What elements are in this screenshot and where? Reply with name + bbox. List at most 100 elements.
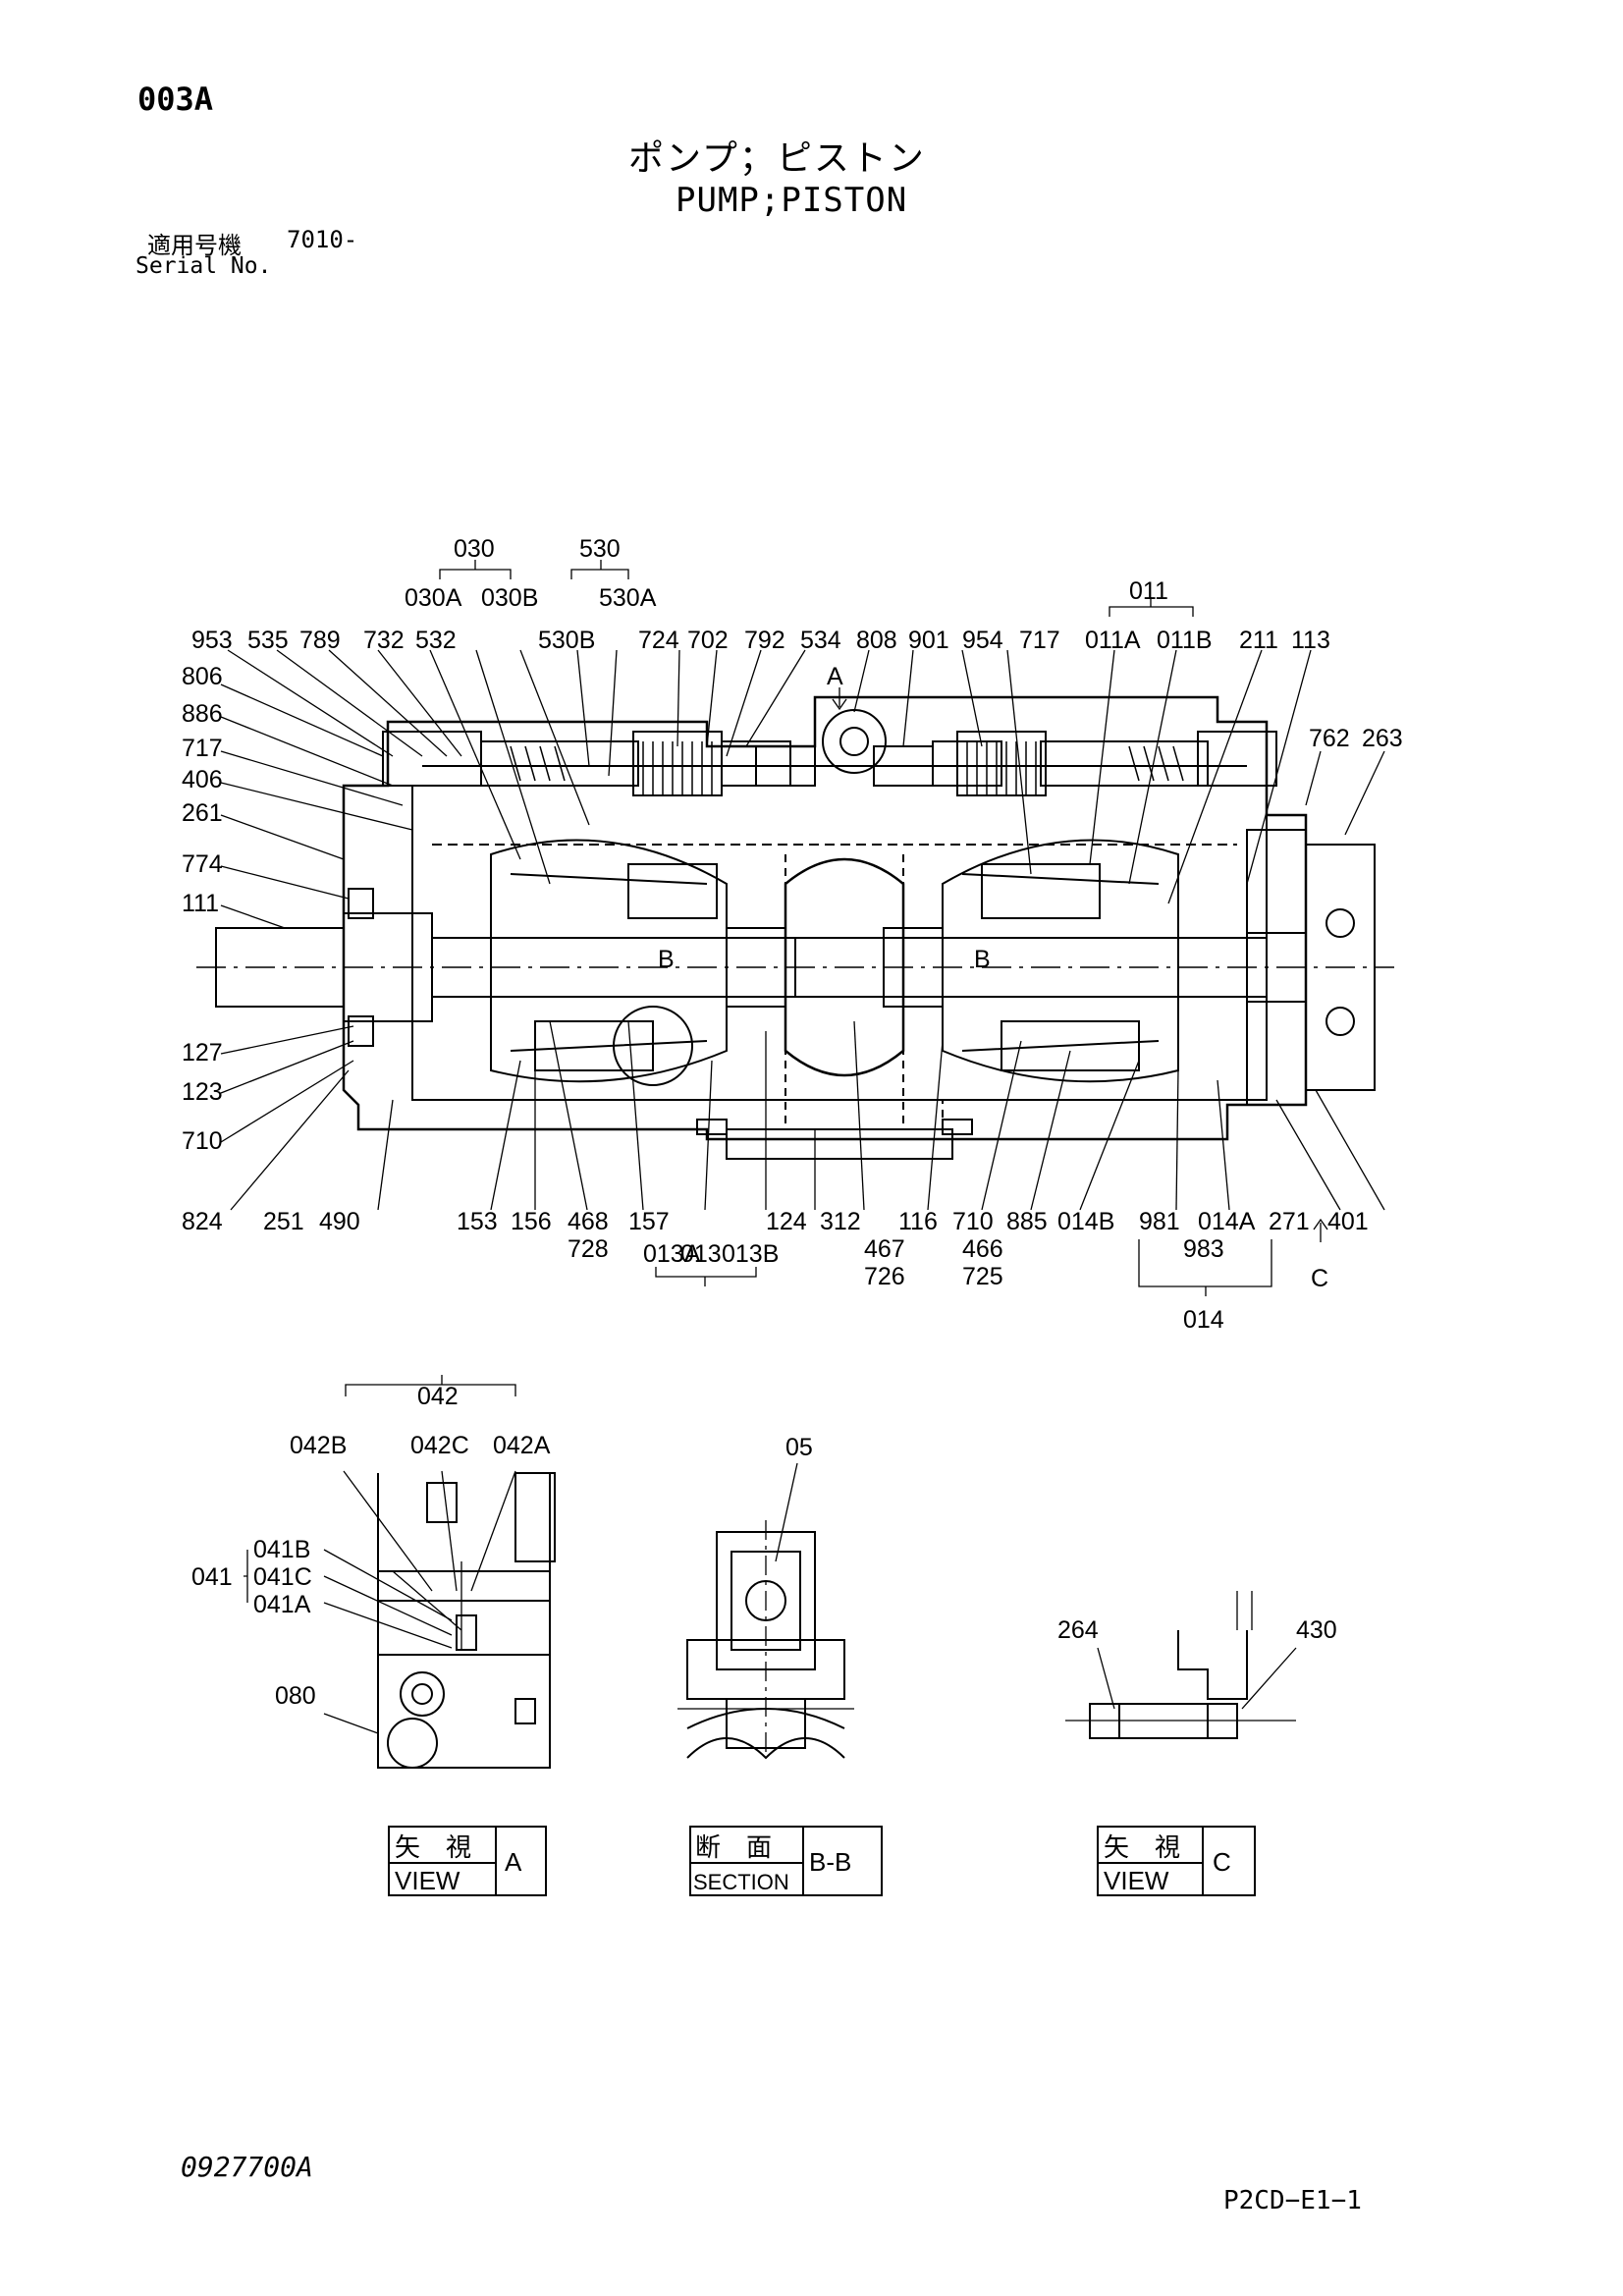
part-label: 792 (744, 627, 785, 654)
part-label: 261 (182, 799, 223, 827)
caption-english: VIEW (1104, 1866, 1169, 1895)
caption-japanese: 断 面 (695, 1832, 772, 1862)
part-label: 774 (182, 850, 223, 878)
serial-label-english: Serial No. (135, 253, 272, 279)
part-label: 264 (1057, 1616, 1099, 1644)
title-japanese: ポンプ；ピストン (628, 138, 926, 179)
part-label: 726 (864, 1263, 905, 1290)
part-label: 123 (182, 1078, 223, 1106)
part-label: 762 (1309, 725, 1350, 752)
view-c-drawing (1065, 1591, 1297, 1739)
part-label: 885 (1006, 1208, 1048, 1235)
part-label: 702 (687, 627, 729, 654)
part-label: 717 (1019, 627, 1060, 654)
part-label: 710 (182, 1127, 223, 1155)
caption-japanese: 矢 視 (1104, 1832, 1180, 1862)
part-label: 886 (182, 700, 223, 728)
group-label: 530B (538, 627, 595, 654)
part-label: 157 (628, 1208, 670, 1235)
title-english: PUMP;PISTON (676, 181, 908, 220)
part-label: 808 (856, 627, 897, 654)
part-label: 263 (1362, 725, 1403, 752)
part-label: 728 (568, 1235, 609, 1263)
group-label: 530 (579, 535, 621, 563)
view-a-labels: 042 042B 042C 042A 041 041B 041C 041A 08… (191, 1383, 551, 1895)
group-label: 042C (410, 1432, 469, 1459)
group-label: 013B (722, 1240, 779, 1268)
caption-boxes (388, 1826, 1256, 1896)
part-label: 080 (275, 1682, 316, 1710)
part-label: 532 (415, 627, 457, 654)
part-label: 981 (1139, 1208, 1180, 1235)
view-bb-labels: 05 断 面 SECTION B-B (693, 1434, 851, 1894)
group-label: 030 (454, 535, 495, 563)
part-label: 490 (319, 1208, 360, 1235)
part-label: 717 (182, 735, 223, 762)
serial-label-japanese: 適用号機 (147, 232, 242, 259)
pump-body-drawing (196, 695, 1394, 1160)
part-label: 725 (962, 1263, 1003, 1290)
part-label: 401 (1327, 1208, 1369, 1235)
part-label: 535 (247, 627, 289, 654)
section-mark-a: A (827, 663, 843, 690)
group-label: 042B (290, 1432, 347, 1459)
part-label: 406 (182, 766, 223, 793)
part-label: 124 (766, 1208, 807, 1235)
part-label: 271 (1269, 1208, 1310, 1235)
group-label: 014A (1198, 1208, 1256, 1235)
group-label: 030A (405, 584, 462, 612)
part-label: 312 (820, 1208, 861, 1235)
caption-letter: A (505, 1847, 522, 1877)
part-label: 113 (1291, 627, 1330, 654)
part-label: 211 (1239, 627, 1278, 654)
caption-japanese: 矢 視 (395, 1832, 471, 1862)
part-label: 806 (182, 663, 223, 690)
group-label: 530A (599, 584, 657, 612)
group-label: 013A (643, 1240, 701, 1268)
group-label: 030B (481, 584, 538, 612)
view-bb-drawing (677, 1462, 854, 1760)
part-label: 430 (1296, 1616, 1337, 1644)
part-label: 953 (191, 627, 233, 654)
part-label: 824 (182, 1208, 223, 1235)
part-label: 153 (457, 1208, 498, 1235)
group-label: 014B (1057, 1208, 1114, 1235)
part-label: 111 (182, 890, 219, 917)
group-label: 011A (1085, 627, 1141, 654)
group-label: 014 (1183, 1306, 1224, 1334)
part-label: 710 (952, 1208, 994, 1235)
main-leader-lines (220, 560, 1385, 1296)
part-label: 05 (785, 1434, 813, 1461)
main-view-labels: 030 030A 030B 530 530A 530B 011 011A 011… (182, 535, 1403, 1334)
group-label: 041 (191, 1563, 233, 1591)
part-label: 467 (864, 1235, 905, 1263)
caption-letter: B-B (809, 1847, 851, 1877)
page-code: 003A (137, 81, 214, 118)
part-label: 468 (568, 1208, 609, 1235)
group-label: 042A (493, 1432, 551, 1459)
serial-value: 7010- (287, 226, 358, 253)
group-label: 041B (253, 1536, 310, 1563)
section-mark-c: C (1311, 1265, 1328, 1292)
part-label: 954 (962, 627, 1003, 654)
group-label: 011 (1129, 577, 1168, 605)
caption-english: VIEW (395, 1866, 460, 1895)
group-label: 041C (253, 1563, 312, 1591)
part-label: 116 (898, 1208, 938, 1235)
part-label: 732 (363, 627, 405, 654)
section-mark-b: B (974, 946, 991, 973)
view-a-drawing (243, 1375, 556, 1769)
part-label: 127 (182, 1039, 223, 1066)
part-label: 724 (638, 627, 679, 654)
group-label: 041A (253, 1591, 311, 1618)
page-reference-code: P2CD−E1−1 (1223, 2186, 1362, 2215)
part-label: 251 (263, 1208, 304, 1235)
document-number: 0927700A (181, 2151, 313, 2183)
caption-english: SECTION (693, 1870, 789, 1894)
group-label: 013 (680, 1240, 722, 1268)
part-label: 156 (511, 1208, 552, 1235)
part-label: 466 (962, 1235, 1003, 1263)
group-label: 042 (417, 1383, 459, 1410)
view-c-labels: 264 430 矢 視 VIEW C (1057, 1616, 1337, 1895)
